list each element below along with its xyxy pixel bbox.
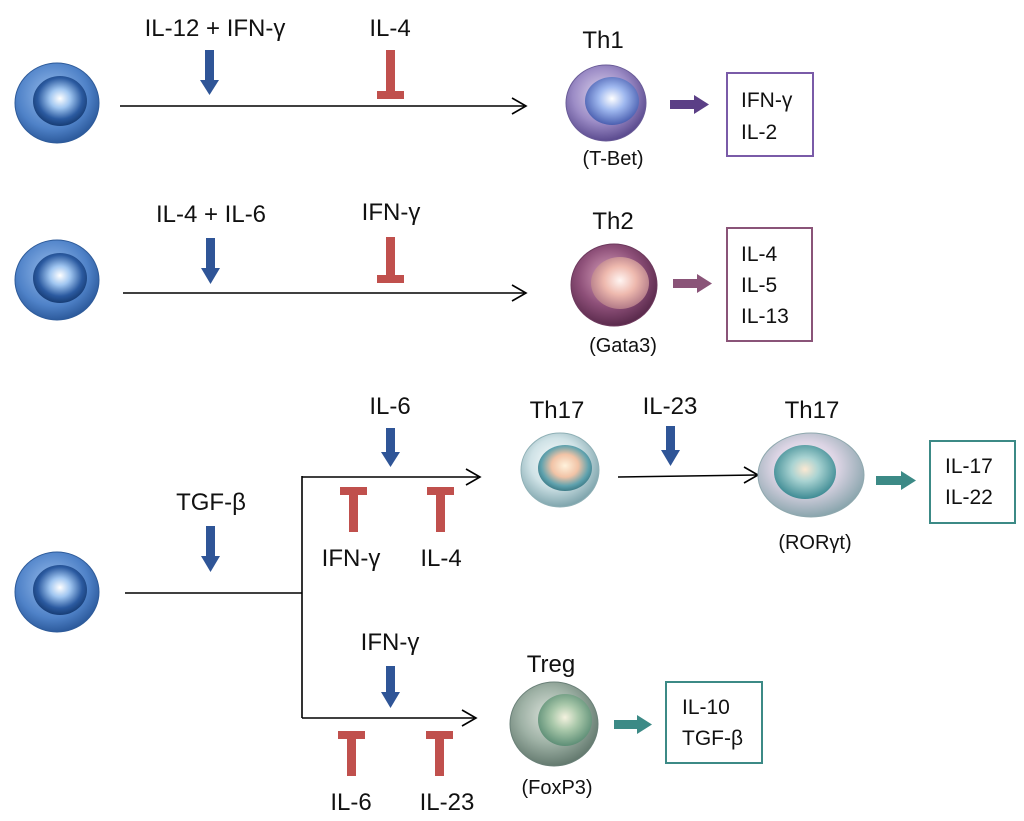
th1-activator-label: IL-12 + IFN-γ xyxy=(145,15,286,42)
th1-product: IFN-γ xyxy=(741,89,793,112)
tgf-beta-label: TGF-β xyxy=(176,489,246,516)
th2-activator-label: IL-4 + IL-6 xyxy=(156,201,266,228)
treg-cell xyxy=(509,681,599,767)
th17-product: IL-22 xyxy=(945,486,993,509)
th1-products-box: IFN-γ IL-2 xyxy=(726,72,814,157)
activator-arrow-ifng-treg xyxy=(381,666,400,708)
th2-product: IL-4 xyxy=(741,243,778,266)
inhibitor-bar-il6-treg xyxy=(338,731,365,776)
inhibitor-bar-ifng-th17 xyxy=(340,487,367,532)
th1-product: IL-2 xyxy=(741,121,777,144)
inhibitor-bar-2 xyxy=(377,237,404,283)
th17-transcription-factor: (RORγt) xyxy=(778,532,851,554)
pathway-arrow-1 xyxy=(120,97,528,115)
treg-product: TGF-β xyxy=(682,727,743,750)
activator-arrow-2 xyxy=(201,238,220,284)
th17-early-cell xyxy=(520,432,600,508)
branch-lines xyxy=(125,468,482,727)
th2-inhibitor-label: IFN-γ xyxy=(362,199,421,226)
th17-early-cell-name: Th17 xyxy=(530,397,585,424)
treg-activator-label: IFN-γ xyxy=(361,629,420,656)
th17-inhibitor-label: IFN-γ xyxy=(322,545,381,572)
th1-pathway: IL-12 + IFN-γ IL-4 Th1 (T-Bet) IFN-γ IL-… xyxy=(14,15,814,170)
th17-product: IL-17 xyxy=(945,455,993,478)
activator-arrow-il6 xyxy=(381,428,400,467)
naive-t-cell-2 xyxy=(14,239,100,321)
pathway-arrow-2 xyxy=(123,284,528,302)
treg-transcription-factor: (FoxP3) xyxy=(521,777,592,799)
th2-cell-name: Th2 xyxy=(592,208,633,235)
th2-product: IL-5 xyxy=(741,274,777,297)
th17-mature-cell xyxy=(757,432,865,518)
th17-activator-label: IL-6 xyxy=(369,393,410,420)
inhibitor-bar-il23-treg xyxy=(426,731,453,776)
th2-pathway: IL-4 + IL-6 IFN-γ Th2 (Gata3) IL-4 IL-5 … xyxy=(14,199,813,357)
maturation-cytokine-label: IL-23 xyxy=(643,393,698,420)
activator-arrow-il23 xyxy=(661,426,680,466)
th2-cell xyxy=(570,243,658,327)
inhibitor-bar-1 xyxy=(377,50,404,99)
th2-product: IL-13 xyxy=(741,305,789,328)
activator-arrow-tgf xyxy=(201,526,220,572)
th17-products-box: IL-17 IL-22 xyxy=(929,440,1016,524)
th1-inhibitor-label: IL-4 xyxy=(369,15,410,42)
inhibitor-bar-il4-th17 xyxy=(427,487,454,532)
th1-output-arrow xyxy=(670,95,709,114)
naive-t-cell-1 xyxy=(14,62,100,144)
th17-treg-pathway: TGF-β IL-6 IFN-γ IL-4 Th17 xyxy=(14,393,1016,816)
th17-inhibitor-label: IL-4 xyxy=(420,545,461,572)
maturation-arrow xyxy=(617,466,760,484)
treg-inhibitor-label: IL-6 xyxy=(330,789,371,816)
treg-cell-name: Treg xyxy=(527,651,575,678)
th1-transcription-factor: (T-Bet) xyxy=(582,148,643,170)
activator-arrow-1 xyxy=(200,50,219,95)
treg-output-arrow xyxy=(614,715,652,734)
th1-cell-name: Th1 xyxy=(582,27,623,54)
th1-cell xyxy=(565,64,647,142)
th17-output-arrow xyxy=(876,471,916,490)
th2-products-box: IL-4 IL-5 IL-13 xyxy=(726,227,813,342)
th2-output-arrow xyxy=(673,274,712,293)
th2-transcription-factor: (Gata3) xyxy=(589,335,657,357)
treg-product: IL-10 xyxy=(682,696,730,719)
th17-mature-cell-name: Th17 xyxy=(785,397,840,424)
naive-t-cell-3 xyxy=(14,551,100,633)
treg-inhibitor-label: IL-23 xyxy=(420,789,475,816)
treg-products-box: IL-10 TGF-β xyxy=(665,681,763,764)
